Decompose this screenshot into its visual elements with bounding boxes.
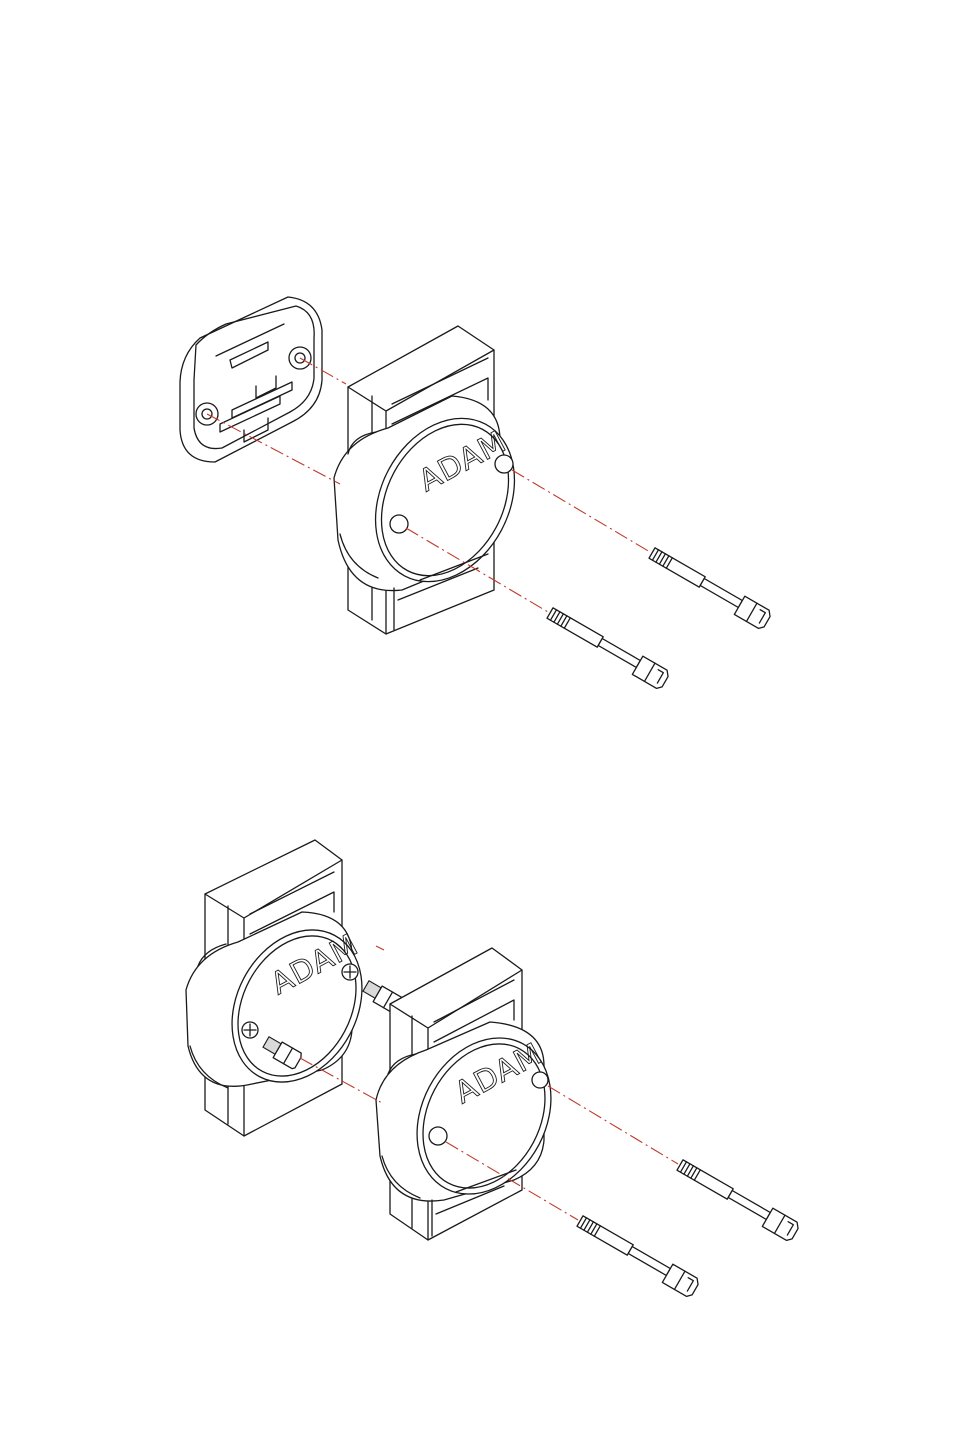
module-body: ADAM xyxy=(334,326,542,634)
figure-1-exploded-view: ADAM xyxy=(180,297,773,690)
screw-upper xyxy=(646,545,773,630)
screw-lower xyxy=(544,605,671,690)
right-module: ADAM xyxy=(376,948,577,1240)
screw-lower-2 xyxy=(574,1213,701,1298)
figure-2-module-stacking: ADAM ADAM xyxy=(186,840,801,1298)
left-module: ADAM xyxy=(186,840,388,1136)
screw-upper-2 xyxy=(674,1157,801,1242)
